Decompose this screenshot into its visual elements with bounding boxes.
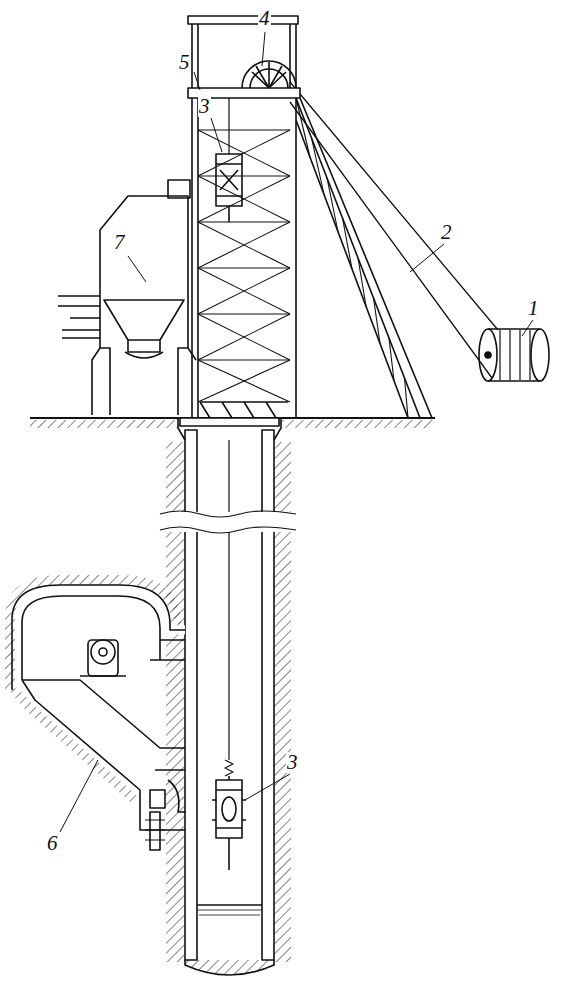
leader-lines [60, 32, 533, 832]
callout-number: 3 [198, 96, 211, 117]
callout-number: 2 [440, 222, 453, 243]
callout-number: 3 [286, 752, 299, 773]
callout-number: 6 [46, 833, 59, 854]
callout-number: 4 [258, 8, 271, 29]
callout-number: 1 [527, 298, 540, 319]
callout-number: 5 [178, 52, 191, 73]
callout-number: 7 [113, 232, 126, 253]
